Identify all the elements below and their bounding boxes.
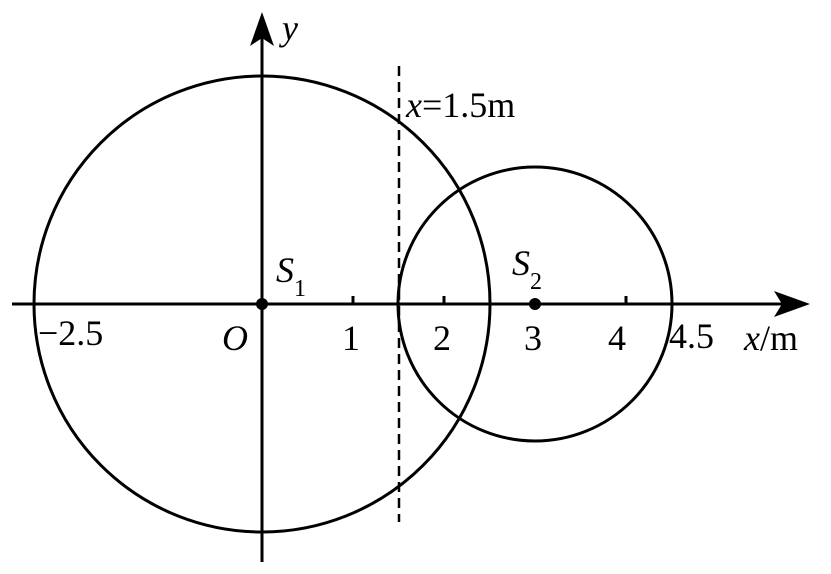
x-axis-unit: m — [770, 318, 798, 358]
source-point-s1 — [256, 298, 268, 310]
source-s2-name: S — [512, 243, 530, 283]
tick-label-4-5: 4.5 — [669, 316, 714, 356]
tick-label-neg-2-5: −2.5 — [38, 313, 103, 353]
source-label-s2: S2 — [512, 243, 542, 295]
source-s2-subscript: 2 — [530, 269, 542, 295]
dashed-line-var: x — [405, 85, 422, 125]
source-s1-subscript: 1 — [294, 276, 306, 302]
x-axis-label: x/m — [743, 318, 798, 358]
dashed-line-label: x=1.5m — [405, 85, 515, 125]
source-s1-name: S — [276, 250, 294, 290]
source-point-s2 — [529, 298, 541, 310]
y-axis-label: y — [279, 8, 298, 48]
x-axis-slash: / — [760, 318, 770, 358]
source-label-s1: S1 — [276, 250, 306, 302]
dashed-line-value: =1.5m — [422, 85, 515, 125]
tick-label-2: 2 — [433, 318, 451, 358]
x-axis-var: x — [743, 318, 760, 358]
tick-label-4: 4 — [608, 318, 626, 358]
origin-label: O — [222, 318, 248, 358]
x-axis-arrow-icon — [774, 291, 810, 317]
y-axis-arrow-icon — [250, 12, 274, 46]
tick-label-3: 3 — [524, 318, 542, 358]
tick-label-1: 1 — [342, 318, 360, 358]
